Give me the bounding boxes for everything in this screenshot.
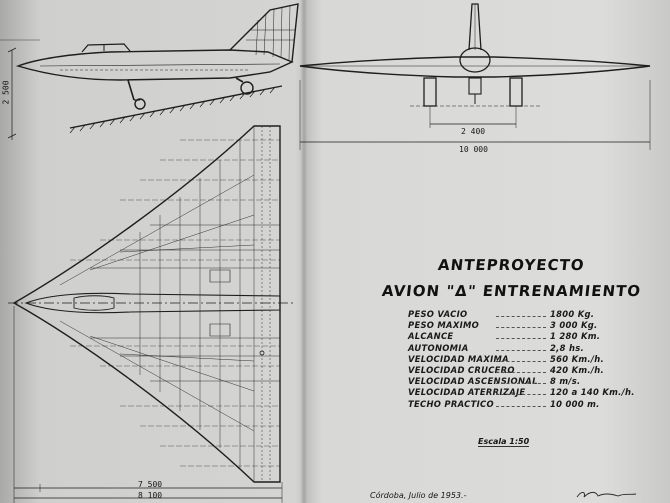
footer-place-date: Córdoba, Julio de 1953.- bbox=[370, 491, 467, 500]
track-width-dimension: 2 400 bbox=[461, 127, 486, 136]
length-total-dimension: 8 100 bbox=[138, 491, 163, 500]
spec-value: 420 Km./h. bbox=[550, 364, 604, 375]
spec-row: VELOCIDAD MAXIMA 560 Km./h. bbox=[408, 354, 638, 365]
spec-row: VELOCIDAD CRUCERO 420 Km./h. bbox=[408, 365, 638, 376]
spec-value: 3 000 Kg. bbox=[550, 320, 598, 331]
spec-value: 560 Km./h. bbox=[550, 353, 604, 364]
spec-row: PESO MAXIMO 3 000 Kg. bbox=[408, 320, 638, 331]
spec-leader-line bbox=[496, 383, 546, 385]
spec-row: TECHO PRACTICO 10 000 m. bbox=[408, 399, 638, 410]
spec-label: VELOCIDAD MAXIMA bbox=[408, 353, 509, 364]
spec-row: PESO VACIO 1800 Kg. bbox=[408, 309, 638, 320]
spec-label: VELOCIDAD ATERRIZAJE bbox=[408, 387, 526, 398]
spec-leader-line bbox=[496, 371, 546, 373]
spec-leader-line bbox=[496, 360, 546, 362]
spec-label: VELOCIDAD ASCENSIONAL bbox=[408, 376, 538, 387]
spec-label: VELOCIDAD CRUCERO bbox=[408, 364, 515, 375]
spec-leader-line bbox=[496, 327, 546, 329]
spec-value: 10 000 m. bbox=[550, 398, 600, 409]
spec-leader-line bbox=[496, 394, 546, 396]
wingspan-dimension: 10 000 bbox=[459, 145, 488, 154]
spec-value: 1800 Kg. bbox=[550, 309, 595, 319]
side-view bbox=[0, 3, 299, 140]
spec-label: ALCANCE bbox=[408, 331, 454, 342]
spec-label: PESO MAXIMO bbox=[408, 320, 480, 331]
spec-row: VELOCIDAD ASCENSIONAL 8 m/s. bbox=[408, 376, 638, 387]
spec-value: 120 a 140 Km./h. bbox=[550, 387, 635, 398]
specifications-list: PESO VACIO 1800 Kg. PESO MAXIMO 3 000 Kg… bbox=[408, 309, 638, 410]
spec-row: AUTONOMIA 2,8 hs. bbox=[408, 343, 638, 354]
paper-fold bbox=[300, 0, 308, 503]
scale-label: Escala 1:50 bbox=[478, 437, 530, 447]
spec-value: 8 m/s. bbox=[550, 376, 581, 387]
spec-leader-line bbox=[496, 349, 546, 351]
plan-view bbox=[8, 125, 295, 503]
front-view bbox=[299, 3, 651, 150]
spec-row: ALCANCE 1 280 Km. bbox=[408, 331, 638, 342]
spec-label: PESO VACIO bbox=[408, 309, 468, 319]
spec-leader-line bbox=[496, 316, 546, 317]
length-inner-dimension: 7 500 bbox=[138, 480, 163, 489]
spec-label: TECHO PRACTICO bbox=[408, 398, 494, 409]
spec-value: 1 280 Km. bbox=[550, 331, 601, 342]
spec-row: VELOCIDAD ATERRIZAJE 120 a 140 Km./h. bbox=[408, 387, 638, 398]
spec-value: 2,8 hs. bbox=[550, 342, 584, 353]
spec-leader-line bbox=[496, 338, 546, 340]
spec-label: AUTONOMIA bbox=[408, 342, 469, 353]
spec-leader-line bbox=[496, 405, 546, 407]
